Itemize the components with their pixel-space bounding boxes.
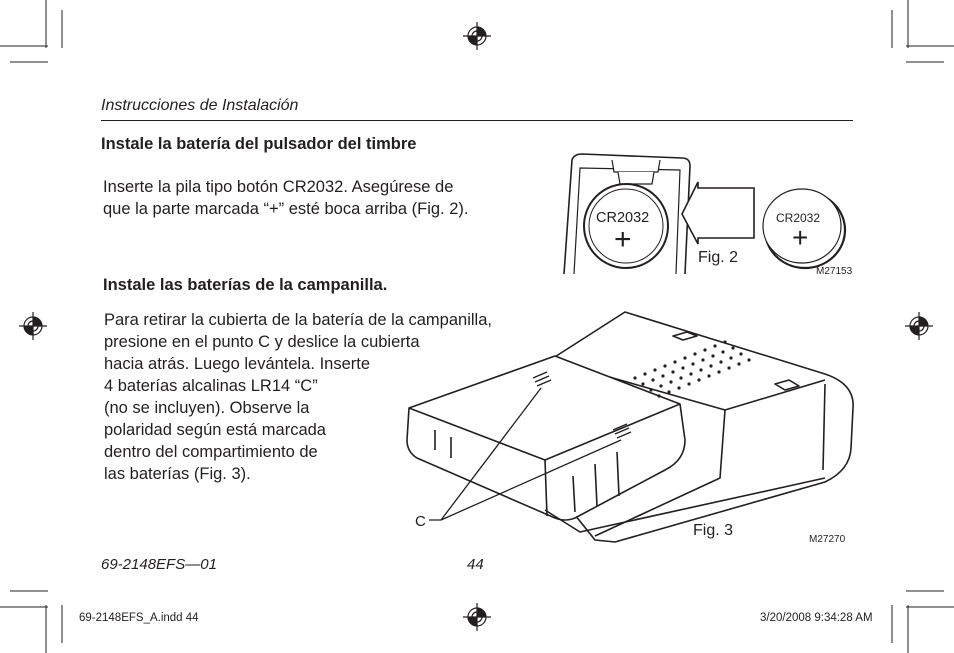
body-line: Inserte la pila tipo botón CR2032. Asegú… <box>103 178 454 196</box>
figure-2-code: M27153 <box>816 266 853 277</box>
running-header: Instrucciones de Instalación <box>101 97 299 114</box>
body-line: (no se incluyen). Observe la <box>104 399 310 417</box>
battery-label-in-holder: CR2032 <box>596 210 649 226</box>
page-number: 44 <box>467 556 484 573</box>
section-body-chime-batteries: Para retirar la cubierta de la batería d… <box>104 309 492 485</box>
body-line: hacia atrás. Luego levántela. Inserte <box>104 355 371 373</box>
figure-2-caption: Fig. 2 <box>698 249 738 266</box>
section-heading-button-battery: Instale la batería del pulsador del timb… <box>101 135 417 153</box>
section-heading-chime-batteries: Instale las baterías de la campanilla. <box>103 276 388 294</box>
body-line: dentro del compartimiento de <box>104 443 318 461</box>
body-line: polaridad según está marcada <box>104 421 326 439</box>
body-line: presione en el punto C y deslice la cubi… <box>104 333 420 351</box>
insert-arrow-icon <box>681 181 755 245</box>
coin-battery-plus: + <box>792 222 808 253</box>
body-line: Para retirar la cubierta de la batería d… <box>104 311 492 329</box>
speaker-grille <box>633 340 751 398</box>
header-rule <box>101 120 853 121</box>
slug-timestamp: 3/20/2008 9:34:28 AM <box>760 612 873 624</box>
body-line: las baterías (Fig. 3). <box>104 465 251 483</box>
body-line: 4 baterías alcalinas LR14 “C” <box>104 377 318 395</box>
slug-filename: 69-2148EFS_A.indd 44 <box>79 612 199 624</box>
coin-battery-label: CR2032 <box>776 211 820 225</box>
point-c-label: C <box>415 513 426 530</box>
plus-mark-in-holder: + <box>614 223 632 256</box>
figure-2-illustration: CR2032 + CR2032 + Fig. 2 M27153 <box>563 153 853 277</box>
figure-3-code: M27270 <box>809 534 846 545</box>
figure-3-illustration: C Fig. 3 M27270 <box>406 311 854 545</box>
body-line: que la parte marcada “+” esté boca arrib… <box>103 200 469 218</box>
section-body-button-battery: Inserte la pila tipo botón CR2032. Asegú… <box>103 176 468 220</box>
document-number: 69-2148EFS—01 <box>101 556 217 573</box>
figure-3-caption: Fig. 3 <box>693 522 733 539</box>
